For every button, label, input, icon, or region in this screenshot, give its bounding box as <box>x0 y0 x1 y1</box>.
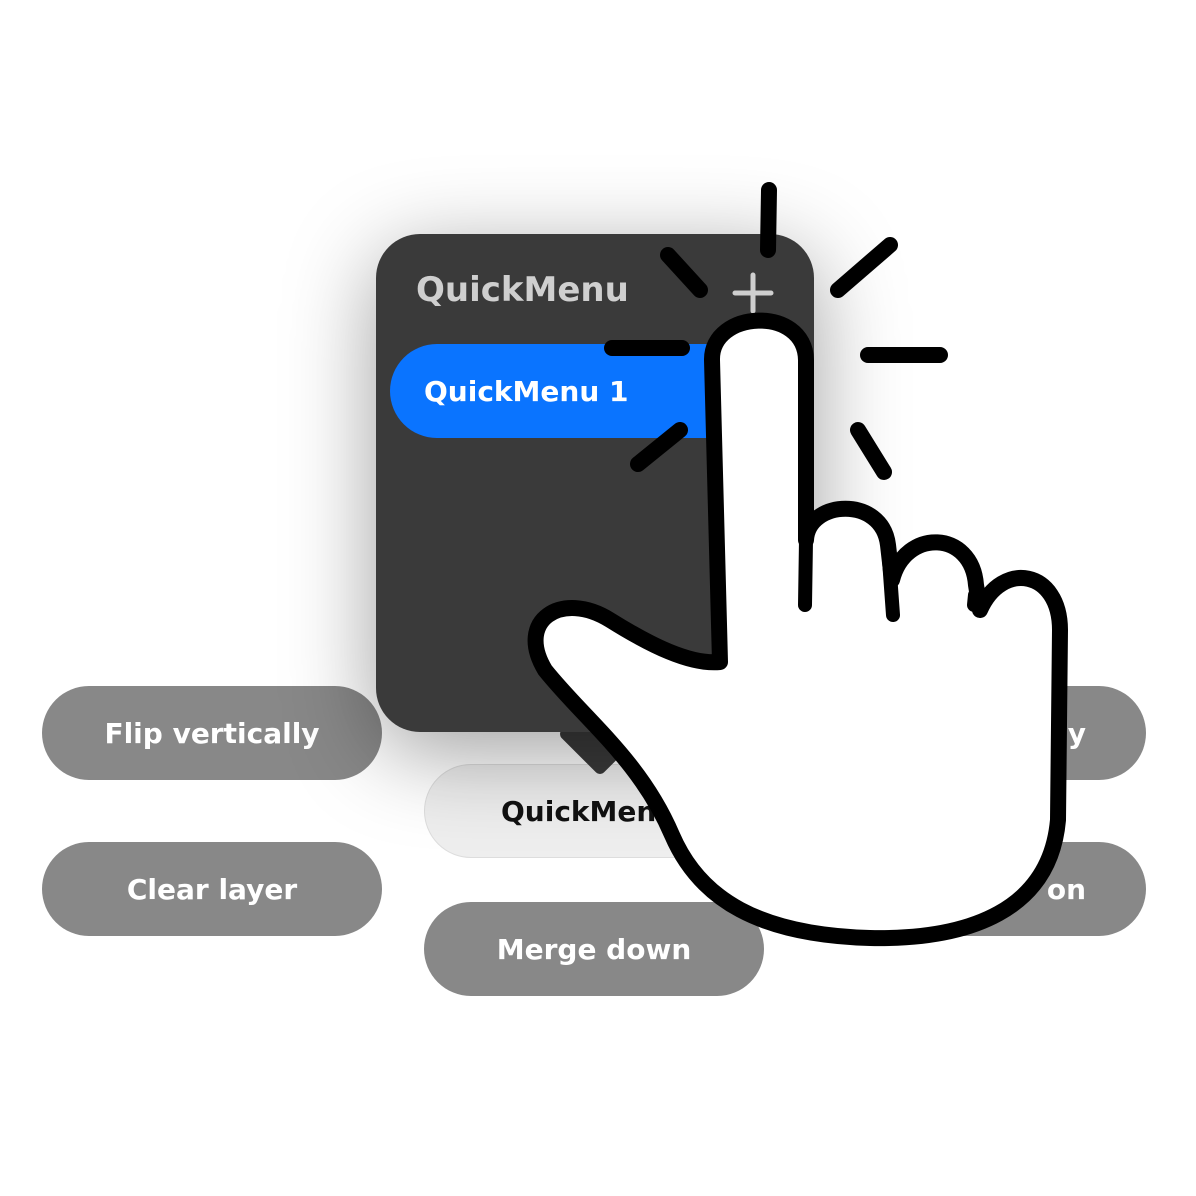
merge-down-button[interactable]: Merge down <box>424 902 764 996</box>
quickmenu-popover: QuickMenu QuickMenu 1 <box>376 234 814 732</box>
right-bottom-label: on <box>1046 872 1086 906</box>
quickmenu-list-item[interactable]: QuickMenu 1 <box>390 344 790 438</box>
merge-down-label: Merge down <box>496 932 692 966</box>
plus-icon-glyph <box>732 272 774 314</box>
quickmenu-list-item-label: QuickMenu 1 <box>424 374 629 408</box>
right-top-button[interactable]: ly <box>806 686 1146 780</box>
quickmenu-toggle-label: QuickMenu <box>501 794 677 828</box>
plus-icon[interactable] <box>728 268 778 318</box>
right-top-label: ly <box>1058 716 1086 750</box>
flip-vertically-label: Flip vertically <box>104 716 320 750</box>
quickmenu-title: QuickMenu <box>416 270 629 310</box>
clear-layer-button[interactable]: Clear layer <box>42 842 382 936</box>
clear-layer-label: Clear layer <box>126 872 298 906</box>
quickmenu-toggle-button[interactable]: QuickMenu <box>424 764 764 858</box>
flip-vertically-button[interactable]: Flip vertically <box>42 686 382 780</box>
right-bottom-button[interactable]: on <box>806 842 1146 936</box>
